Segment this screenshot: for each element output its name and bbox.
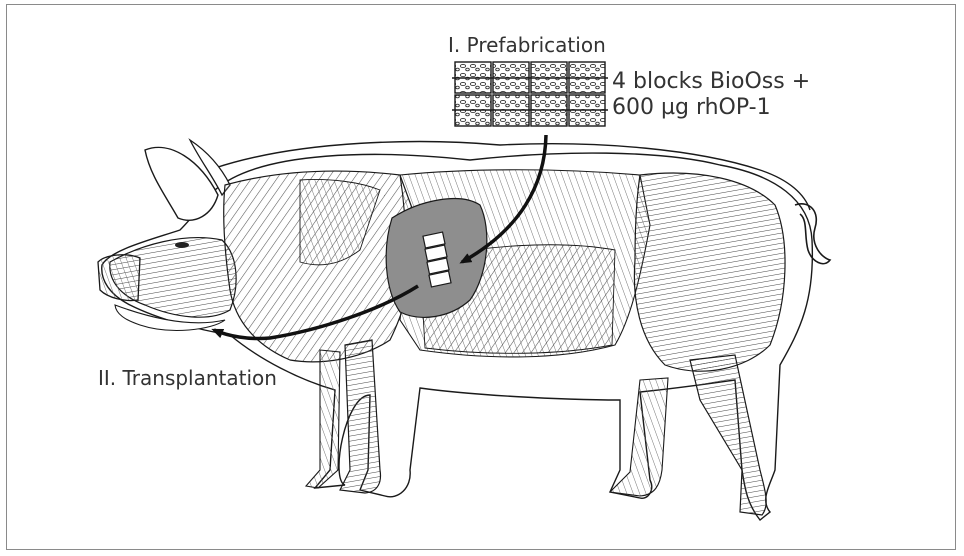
step-prefabrication-label: I. Prefabrication xyxy=(448,33,606,57)
implant-composition-line1: 4 blocks BioOss + xyxy=(612,69,810,95)
implant-composition-line2: 600 µg rhOP-1 xyxy=(612,95,810,121)
bioOss-blocks-graphic xyxy=(452,62,608,126)
pig-hindquarter-muscle xyxy=(634,173,785,371)
pig-snout xyxy=(98,255,140,301)
implant-composition-label: 4 blocks BioOss + 600 µg rhOP-1 xyxy=(612,69,810,121)
step-transplantation-label: II. Transplantation xyxy=(98,366,277,390)
pig-eye xyxy=(175,242,189,248)
